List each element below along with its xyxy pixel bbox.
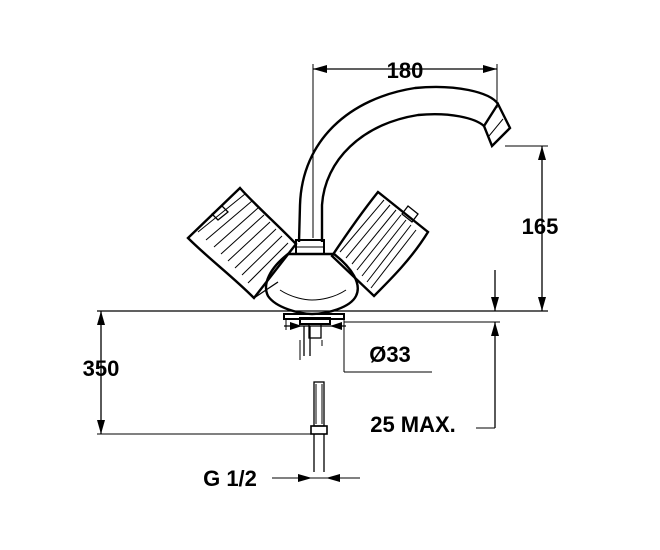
dim-165: 165 [522, 214, 559, 239]
spout-tip [482, 101, 512, 149]
right-handle [330, 190, 430, 298]
fixing-stud [308, 323, 322, 339]
left-handle [186, 186, 298, 300]
dim-diameter-33: Ø33 [369, 342, 411, 367]
dimension-lines [97, 64, 548, 482]
dim-g-half: G 1/2 [203, 466, 257, 491]
mounting-nut [299, 317, 331, 325]
dim-350: 350 [83, 356, 120, 381]
dim-180: 180 [387, 58, 424, 83]
faucet [186, 85, 512, 472]
dim-25-max: 25 MAX. [370, 412, 456, 437]
spout-inner [320, 113, 485, 242]
spout [297, 85, 499, 243]
supply-hose [310, 381, 328, 472]
